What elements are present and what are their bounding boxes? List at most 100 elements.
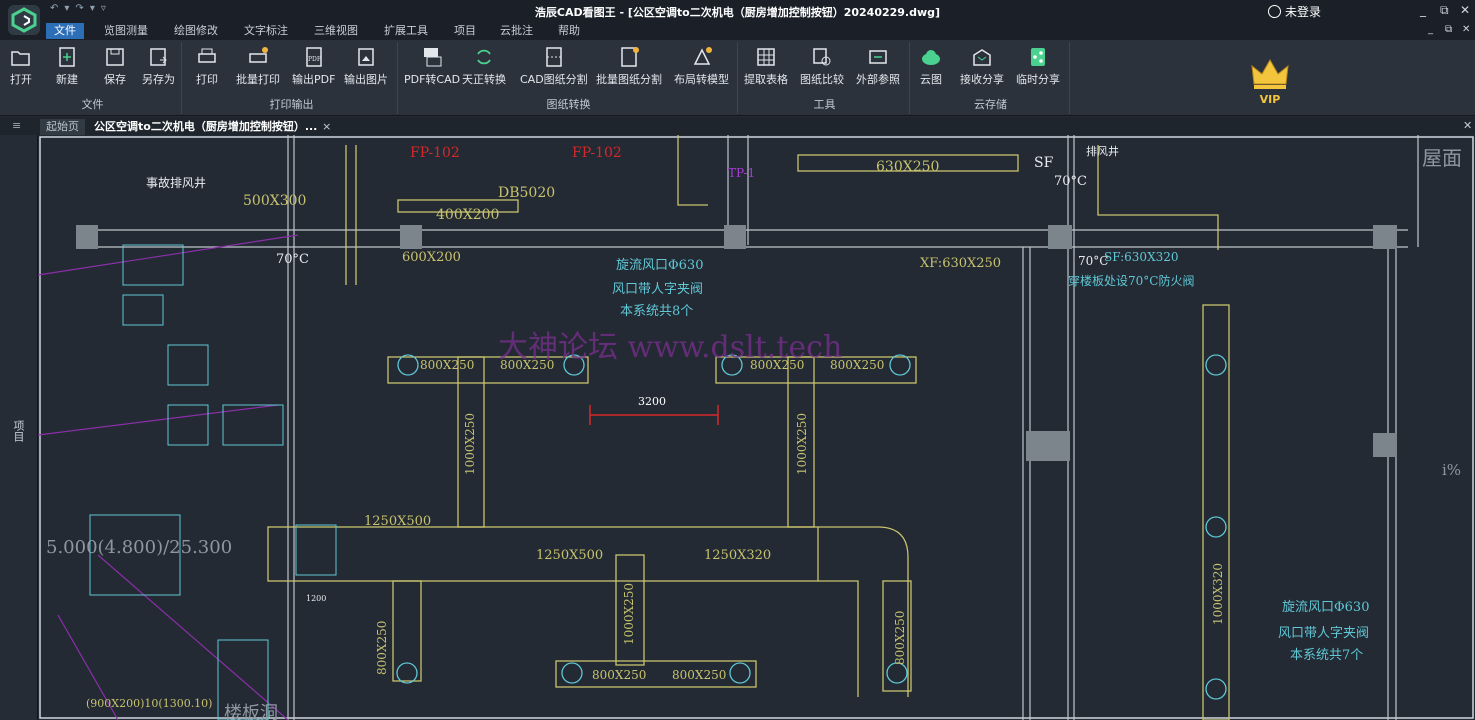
export-image-button[interactable]: 输出图片 bbox=[344, 46, 388, 87]
chevron-down-icon[interactable]: ▾ bbox=[64, 3, 70, 14]
table-icon bbox=[757, 48, 775, 66]
label-duct-500: 500X300 bbox=[243, 193, 306, 209]
extract-table-button[interactable]: 提取表格 bbox=[744, 46, 788, 87]
label-count-7: 本系统共7个 bbox=[1290, 648, 1363, 663]
label-b800b: 800X250 bbox=[672, 668, 726, 682]
columns bbox=[76, 225, 1397, 461]
label-floor-opening: 楼板洞 bbox=[224, 703, 278, 720]
menu-help[interactable]: 帮助 bbox=[558, 24, 580, 37]
sidebar-item-project[interactable]: 项目 bbox=[10, 420, 26, 442]
label-clamp-a: 风口带人字夹阀 bbox=[612, 282, 703, 297]
print-button[interactable]: 打印 bbox=[196, 46, 218, 87]
menu-file[interactable]: 文件 bbox=[46, 23, 84, 39]
save-button[interactable]: 保存 bbox=[104, 46, 126, 87]
group-title: 工具 bbox=[813, 98, 836, 111]
open-button[interactable]: 打开 bbox=[10, 46, 32, 87]
menu-toggle-icon[interactable]: ≡ bbox=[12, 119, 22, 132]
group-print-output: 打印 批量打印 PDF 输出PDF 输出图片 打印输出 bbox=[186, 42, 398, 114]
menu-view-measure[interactable]: 览图测量 bbox=[104, 24, 148, 37]
restore-icon[interactable]: ⧉ bbox=[1440, 3, 1449, 17]
redo-icon[interactable]: ↷ bbox=[75, 3, 84, 14]
cad-split-button[interactable]: CAD图纸分割 bbox=[520, 46, 588, 87]
label-sf: SF bbox=[1034, 155, 1054, 171]
batch-split-icon bbox=[621, 47, 639, 67]
app-logo-icon bbox=[8, 5, 40, 35]
tabs-close-icon[interactable]: ✕ bbox=[1463, 119, 1473, 132]
close-icon[interactable]: ✕ bbox=[1460, 3, 1471, 17]
label-70c-c: 70°C bbox=[1078, 254, 1108, 268]
tab-close-icon[interactable]: × bbox=[322, 120, 332, 133]
compare-icon bbox=[813, 48, 831, 66]
cloud-drawing-button[interactable]: 云图 bbox=[920, 46, 942, 87]
menu-extend-tools[interactable]: 扩展工具 bbox=[384, 24, 428, 37]
group-title: 图纸转换 bbox=[546, 98, 591, 111]
walls bbox=[78, 135, 1419, 720]
user-login[interactable]: 未登录 bbox=[1268, 3, 1321, 20]
doc-minimize-icon[interactable]: _ bbox=[1428, 24, 1433, 35]
receive-share-button[interactable]: 接收分享 bbox=[960, 46, 1004, 87]
label-h1250a: 1250X500 bbox=[364, 514, 431, 529]
left-sidebar: 项目 bbox=[0, 135, 38, 720]
label-sf630: SF:630X320 bbox=[1104, 250, 1179, 264]
save-as-button[interactable]: 另存为 bbox=[142, 46, 175, 87]
window-title: 浩辰CAD看图王 - [公区空调to二次机电（厨房增加控制按钮）20240229… bbox=[534, 6, 941, 19]
layout-to-model-button[interactable]: 布局转模型 bbox=[674, 46, 729, 87]
label-70c-a: 70°C bbox=[276, 252, 309, 267]
pdf-to-cad-button[interactable]: PDF转CAD bbox=[404, 46, 460, 87]
menu-3d-view[interactable]: 三维视图 bbox=[314, 24, 358, 37]
group-file: 打开 新建 保存 另存为 文件 bbox=[4, 42, 182, 114]
sidebar-item-label: 项目 bbox=[12, 420, 25, 442]
menu-bar: 文件 览图测量 绘图修改 文字标注 三维视图 扩展工具 项目 云批注 帮助 _ … bbox=[0, 22, 1475, 40]
label-duct-800b: 800X250 bbox=[500, 358, 554, 372]
label-1200: 1200 bbox=[306, 594, 326, 603]
doc-close-icon[interactable]: ✕ bbox=[1462, 24, 1471, 35]
group-cloud-storage: 云图 接收分享 临时分享 云存储 bbox=[912, 42, 1070, 114]
svg-text:PDF: PDF bbox=[308, 56, 321, 63]
menu-draw-modify[interactable]: 绘图修改 bbox=[174, 24, 218, 37]
pdf-icon: PDF bbox=[305, 47, 322, 67]
batch-print-button[interactable]: 批量打印 bbox=[236, 46, 280, 87]
title-bar: 浩辰CAD看图王 - [公区空调to二次机电（厨房增加控制按钮）20240229… bbox=[0, 0, 1475, 22]
external-ref-button[interactable]: 外部参照 bbox=[856, 46, 900, 87]
label-h1250b: 1250X500 bbox=[536, 548, 603, 563]
label-fp102b: FP-102 bbox=[572, 145, 622, 161]
chevron-down-icon[interactable]: ▾ bbox=[89, 3, 95, 14]
drawing-canvas[interactable]: 3200 FP-102 FP-102 DB5020 400X200 500X30… bbox=[38, 135, 1475, 720]
user-icon bbox=[1268, 5, 1281, 18]
doc-restore-icon[interactable]: ⧉ bbox=[1445, 24, 1453, 35]
compare-drawings-button[interactable]: 图纸比较 bbox=[800, 46, 844, 87]
label-level: 5.000(4.800)/25.300 bbox=[46, 537, 232, 558]
magenta-lines bbox=[38, 234, 299, 720]
cad-drawing[interactable]: 3200 FP-102 FP-102 DB5020 400X200 500X30… bbox=[38, 135, 1475, 720]
menu-text-annotate[interactable]: 文字标注 bbox=[244, 24, 288, 37]
vip-badge[interactable]: VIP bbox=[1250, 58, 1290, 108]
customize-icon[interactable]: ▿ bbox=[100, 3, 106, 14]
batch-split-button[interactable]: 批量图纸分割 bbox=[596, 46, 662, 87]
new-button[interactable]: 新建 bbox=[56, 46, 78, 87]
minimize-icon[interactable]: _ bbox=[1420, 3, 1426, 17]
new-file-icon bbox=[59, 47, 75, 67]
open-folder-icon bbox=[11, 51, 30, 66]
label-duct-800c: 800X250 bbox=[750, 358, 804, 372]
user-status: 未登录 bbox=[1285, 5, 1322, 19]
dimension-3200 bbox=[589, 405, 719, 425]
menu-cloud-comment[interactable]: 云批注 bbox=[500, 24, 533, 37]
document-tab-bar: ≡ 起始页 公区空调to二次机电（厨房增加控制按钮）... × ✕ bbox=[0, 117, 1475, 135]
undo-icon[interactable]: ↶ bbox=[50, 3, 59, 14]
label-v1000c: 1000X250 bbox=[622, 583, 636, 645]
label-v1000b: 1000X250 bbox=[795, 413, 809, 475]
label-duct-400: 400X200 bbox=[436, 207, 499, 223]
diffusers bbox=[396, 354, 1227, 700]
tab-start-page[interactable]: 起始页 bbox=[40, 119, 85, 135]
group-title: 云存储 bbox=[974, 98, 1007, 111]
menu-project[interactable]: 项目 bbox=[454, 24, 476, 37]
label-v800a: 800X250 bbox=[375, 621, 389, 675]
label-70c-b: 70°C bbox=[1054, 174, 1087, 189]
temp-share-button[interactable]: 临时分享 bbox=[1016, 46, 1060, 87]
export-pdf-button[interactable]: PDF 输出PDF bbox=[292, 46, 335, 87]
label-h1250c: 1250X320 bbox=[704, 548, 771, 563]
save-as-icon bbox=[149, 48, 167, 66]
tab-current-document[interactable]: 公区空调to二次机电（厨房增加控制按钮）... × bbox=[88, 119, 336, 135]
tangent-convert-button[interactable]: 天正转换 bbox=[462, 46, 506, 87]
label-db5020: DB5020 bbox=[498, 185, 555, 201]
